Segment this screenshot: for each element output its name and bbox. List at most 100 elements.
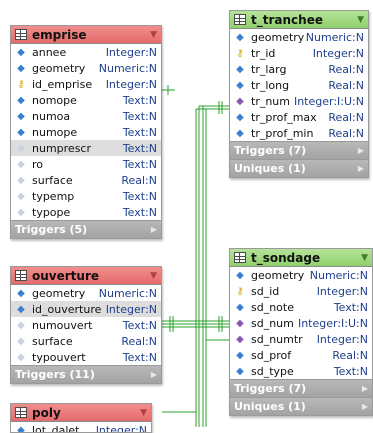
collapse-arrow-icon[interactable]: ▼ [150, 30, 157, 40]
column-icon: ◆ [234, 32, 246, 43]
column-type: Text:N [123, 206, 157, 219]
triggers-section[interactable]: Triggers (5)▶ [11, 220, 161, 238]
column-type: Text:N [123, 94, 157, 107]
column-type: Text:N [334, 365, 368, 378]
uniques-section[interactable]: Uniques (1)▶ [230, 159, 368, 177]
column-icon: ◆ [234, 302, 246, 313]
column-name: geometry [32, 62, 99, 75]
collapse-arrow-icon[interactable]: ▼ [150, 271, 157, 281]
column-name: sd_note [251, 301, 334, 314]
column-type: Text:N [123, 319, 157, 332]
column-name: ro [32, 158, 123, 171]
column-name: tr_long [251, 79, 328, 92]
table-title: t_tranchee [251, 13, 357, 27]
table-header[interactable]: t_sondage ▼ [230, 249, 372, 267]
table-header[interactable]: ouverture ▼ [11, 267, 161, 285]
column-name: id_emprise [32, 78, 106, 91]
column-type: Real:N [328, 111, 364, 124]
table-header[interactable]: emprise ▼ [11, 26, 161, 44]
expand-arrow-icon[interactable]: ▶ [358, 164, 364, 173]
column-type: Real:N [328, 63, 364, 76]
expand-arrow-icon[interactable]: ▶ [358, 146, 364, 155]
column-icon: ◆ [15, 47, 27, 58]
column-name: sd_type [251, 365, 334, 378]
table-title: ouverture [32, 269, 150, 283]
column-name: geometry [251, 31, 306, 44]
column-name: sd_numtr [251, 333, 317, 346]
column-name: annee [32, 46, 106, 59]
table-header[interactable]: t_tranchee ▼ [230, 11, 368, 29]
table-icon [234, 14, 246, 25]
column-type: Numeric:N [310, 269, 368, 282]
column-name: sd_num [251, 317, 298, 330]
column-name: numope [32, 126, 123, 139]
column-icon: ◆ [234, 318, 246, 329]
column-icon: ◆ [234, 64, 246, 75]
table-header[interactable]: poly ▼ [11, 404, 151, 422]
column-type: Numeric:N [99, 62, 157, 75]
expand-arrow-icon[interactable]: ▶ [151, 370, 157, 379]
uniques-section[interactable]: Uniques (1)▶ [230, 397, 372, 415]
collapse-arrow-icon[interactable]: ▼ [357, 15, 364, 25]
collapse-arrow-icon[interactable]: ▼ [361, 253, 368, 263]
column-type: Numeric:N [306, 31, 364, 44]
column-icon: ◆ [15, 320, 27, 331]
column-type: Integer:I:U:N [298, 317, 368, 330]
table-icon [15, 407, 27, 418]
collapse-arrow-icon[interactable]: ▼ [140, 408, 147, 418]
column-icon: ◆ [15, 127, 27, 138]
expand-arrow-icon[interactable]: ▶ [362, 402, 368, 411]
column-name: tr_larg [251, 63, 328, 76]
column-type: Real:N [332, 349, 368, 362]
expand-arrow-icon[interactable]: ▶ [151, 225, 157, 234]
expand-arrow-icon[interactable]: ▶ [362, 384, 368, 393]
column-name: nomope [32, 94, 123, 107]
column-name: id_ouverture [32, 303, 106, 316]
column-type: Integer:N [313, 47, 364, 60]
column-name: numouvert [32, 319, 123, 332]
column-icon: ◆ [15, 111, 27, 122]
triggers-section[interactable]: Triggers (7)▶ [230, 379, 372, 397]
table-title: t_sondage [251, 251, 361, 265]
key-icon: ⚷ [234, 286, 246, 297]
column-type: Integer:N [106, 78, 157, 91]
triggers-section[interactable]: Triggers (11)▶ [11, 365, 161, 383]
triggers-section[interactable]: Triggers (7)▶ [230, 141, 368, 159]
